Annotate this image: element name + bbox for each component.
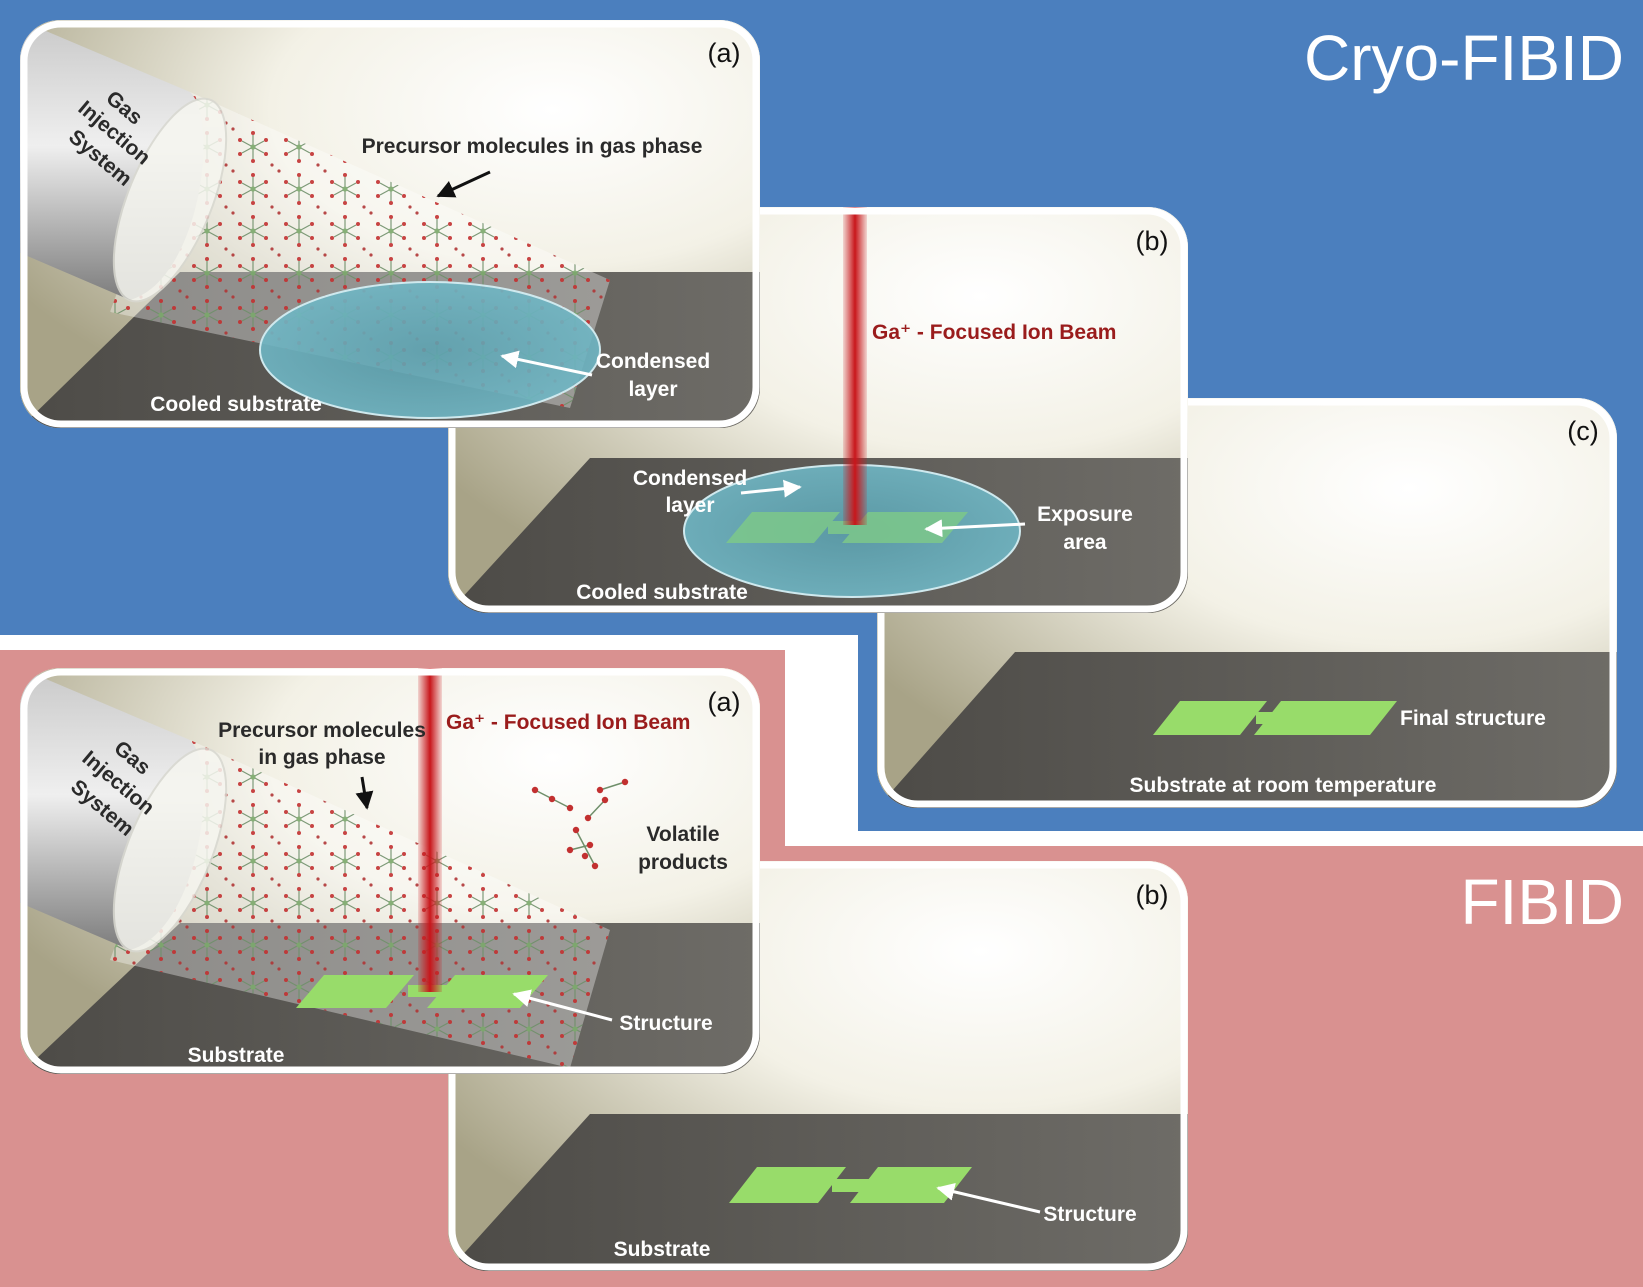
gas-injection-system (20, 668, 228, 953)
structure-arrow (512, 989, 613, 1022)
structure-label: Structure (619, 1012, 712, 1035)
gas-injection-system (20, 20, 228, 303)
condensed-layer-label-line1: Condensed (596, 350, 710, 373)
precursor-label: Precursor molecules in gas phase (362, 135, 703, 158)
structure-shape (729, 1167, 972, 1203)
panel-tag-a: (a) (708, 687, 741, 717)
condensed-layer-label-line2: layer (665, 494, 714, 517)
panel-tag-b: (b) (1136, 880, 1169, 910)
substrate-label: Substrate (188, 1044, 285, 1067)
final-structure-label: Final structure (1400, 707, 1546, 730)
condensed-layer-label-line2: layer (628, 378, 677, 401)
panel-tag-a: (a) (708, 38, 741, 68)
panel-tag-c: (c) (1567, 416, 1598, 446)
substrate-label: Cooled substrate (576, 581, 748, 604)
cryo-fibid-title: Cryo-FIBID (1304, 22, 1624, 94)
exposure-area-shape (726, 512, 968, 543)
exposure-area-label-line1: Exposure (1037, 503, 1133, 526)
precursor-arrow (355, 776, 374, 810)
ion-beam (843, 207, 867, 525)
volatile-products-label-line1: Volatile (646, 823, 719, 846)
fibid-title: FIBID (1460, 866, 1624, 938)
substrate-label: Substrate at room temperature (1130, 774, 1437, 797)
exposure-area-arrow (924, 519, 1026, 538)
volatile-products-molecules (531, 778, 629, 870)
ion-beam (418, 668, 442, 992)
condensed-layer-label-line1: Condensed (633, 467, 747, 490)
cryo-panel-a: (a) Gas Injection System Precursor molec… (20, 20, 760, 428)
substrate-surface (877, 652, 1617, 808)
panel-tag-b: (b) (1136, 226, 1169, 256)
final-structure-shape (1153, 701, 1397, 735)
condensed-layer-arrow (500, 350, 593, 377)
precursor-arrow (436, 170, 491, 198)
substrate-label: Substrate (614, 1238, 711, 1261)
structure-label: Structure (1043, 1203, 1136, 1226)
structure-arrow (936, 1182, 1041, 1214)
exposure-area-label-line2: area (1063, 531, 1107, 554)
ion-beam-label: Ga⁺ - Focused Ion Beam (872, 321, 1116, 344)
substrate-label: Cooled substrate (150, 393, 322, 416)
condensed-layer-arrow (740, 479, 802, 498)
volatile-products-label-line2: products (638, 851, 728, 874)
condensed-layer (259, 281, 601, 419)
fibid-panel-a: (a) Gas Injection System Precursor molec… (20, 668, 760, 1074)
cryo-panel-c: (c) Final structure Substrate at room te… (877, 398, 1617, 808)
precursor-label-line2: in gas phase (258, 746, 385, 769)
ion-beam-label: Ga⁺ - Focused Ion Beam (446, 711, 690, 734)
precursor-label-line1: Precursor molecules (218, 719, 426, 742)
